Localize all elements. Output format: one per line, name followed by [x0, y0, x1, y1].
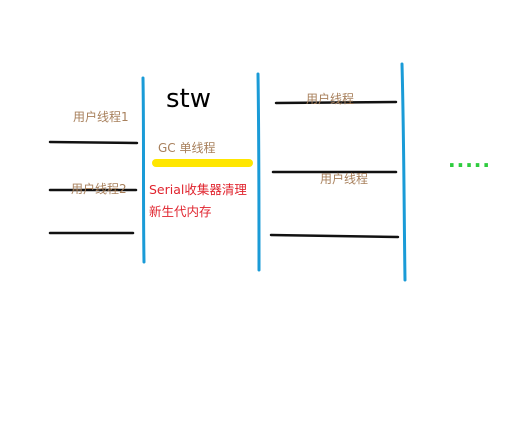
label-young-gen-memory: 新生代内存 — [149, 204, 212, 219]
thread-line-left-1 — [48, 140, 139, 145]
label-stw: stw — [166, 84, 212, 114]
label-user-thread-mid: 用户线程 — [320, 172, 369, 186]
label-gc-single-thread: GC 单线程 — [158, 141, 216, 155]
ellipsis-continuation: ..... — [448, 148, 491, 172]
label-user-thread-1: 用户线程1 — [73, 110, 129, 124]
thread-line-right-3 — [269, 233, 400, 239]
label-serial-collector: Serial收集器清理 — [149, 182, 247, 197]
stw-divider-right — [400, 62, 407, 282]
thread-line-right-1 — [274, 100, 398, 105]
label-user-thread-top: 用户线程 — [306, 92, 355, 106]
stw-divider-middle — [256, 72, 261, 272]
label-user-thread-2: 用户线程2 — [71, 182, 127, 196]
stw-divider-left — [141, 76, 146, 264]
